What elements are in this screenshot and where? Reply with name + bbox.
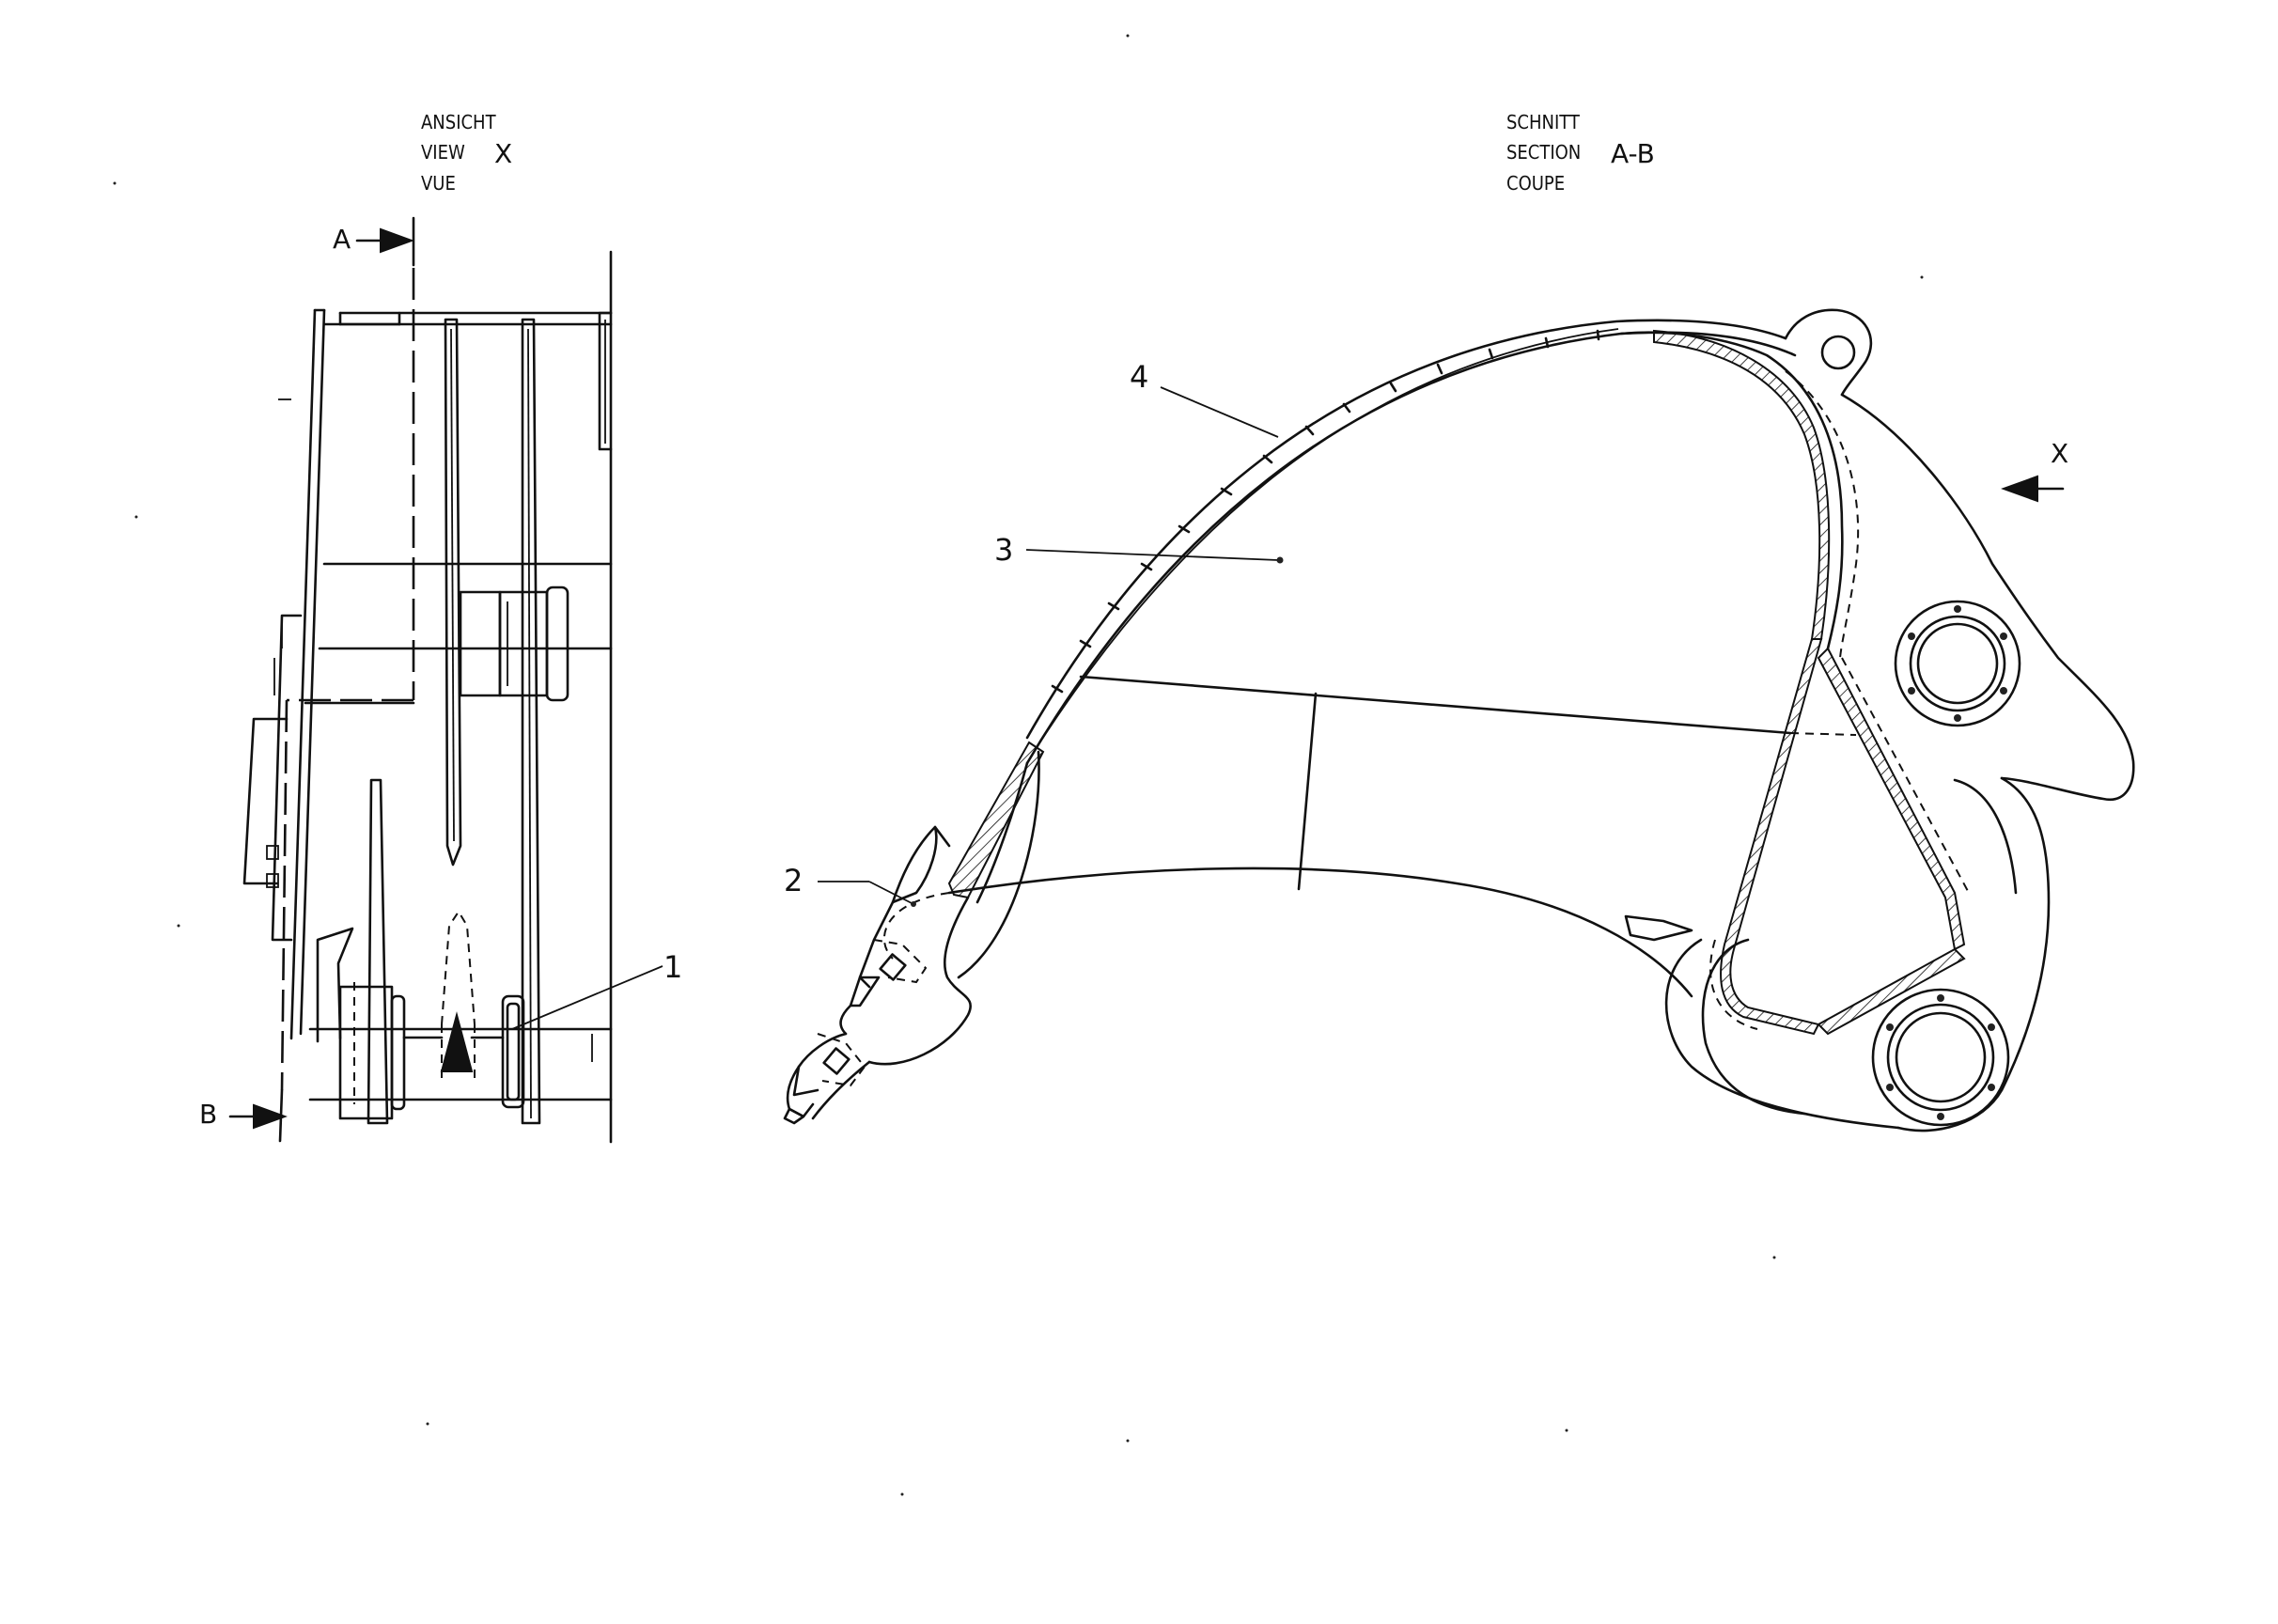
callout-2: 2 bbox=[784, 863, 916, 907]
section-label-line2: SECTION bbox=[1506, 141, 1581, 164]
view-label-line1: ANSICHT bbox=[421, 111, 497, 133]
scan-specks bbox=[113, 34, 1924, 1496]
section-mark-b: B bbox=[199, 1088, 288, 1143]
view-x-drawing: ANSICHT VIEW VUE X A B bbox=[199, 111, 682, 1144]
callout-1: 1 bbox=[511, 949, 682, 1030]
callout-2-number: 2 bbox=[784, 863, 803, 898]
view-label-letter: X bbox=[494, 138, 512, 169]
section-label-letters: A-B bbox=[1611, 138, 1655, 169]
view-label-line2: VIEW bbox=[421, 141, 465, 164]
callout-3: 3 bbox=[994, 532, 1284, 568]
view-label-line3: VUE bbox=[421, 172, 456, 195]
section-mark-a-letter: A bbox=[333, 224, 351, 255]
lower-pin-boss bbox=[1664, 938, 2010, 1130]
upper-hub bbox=[459, 586, 570, 702]
callout-3-number: 3 bbox=[994, 532, 1013, 568]
ripper-body-outline bbox=[1025, 308, 2135, 1132]
ripper-tip bbox=[783, 741, 1045, 1125]
ripper-shanks bbox=[367, 318, 541, 1125]
bucket-side-view bbox=[242, 250, 613, 1144]
section-label-line3: COUPE bbox=[1506, 172, 1565, 195]
section-line-a-b bbox=[280, 268, 415, 1091]
callout-4-number: 4 bbox=[1130, 359, 1148, 395]
section-mark-a: A bbox=[333, 216, 415, 267]
callout-1-number: 1 bbox=[663, 949, 682, 985]
view-x-arrow-letter: X bbox=[2051, 438, 2068, 469]
lower-hubs bbox=[316, 927, 593, 1120]
section-a-b-drawing: SCHNITT SECTION COUPE A-B X bbox=[783, 111, 2135, 1132]
view-x-arrow: X bbox=[2001, 438, 2068, 503]
section-mark-b-letter: B bbox=[199, 1099, 217, 1130]
callout-4: 4 bbox=[1130, 359, 1279, 438]
upper-pin-boss bbox=[1894, 600, 2021, 727]
section-label-line1: SCHNITT bbox=[1506, 111, 1581, 133]
ripper-lower-contour bbox=[883, 675, 1857, 998]
wear-plate-marks bbox=[1051, 329, 1600, 694]
